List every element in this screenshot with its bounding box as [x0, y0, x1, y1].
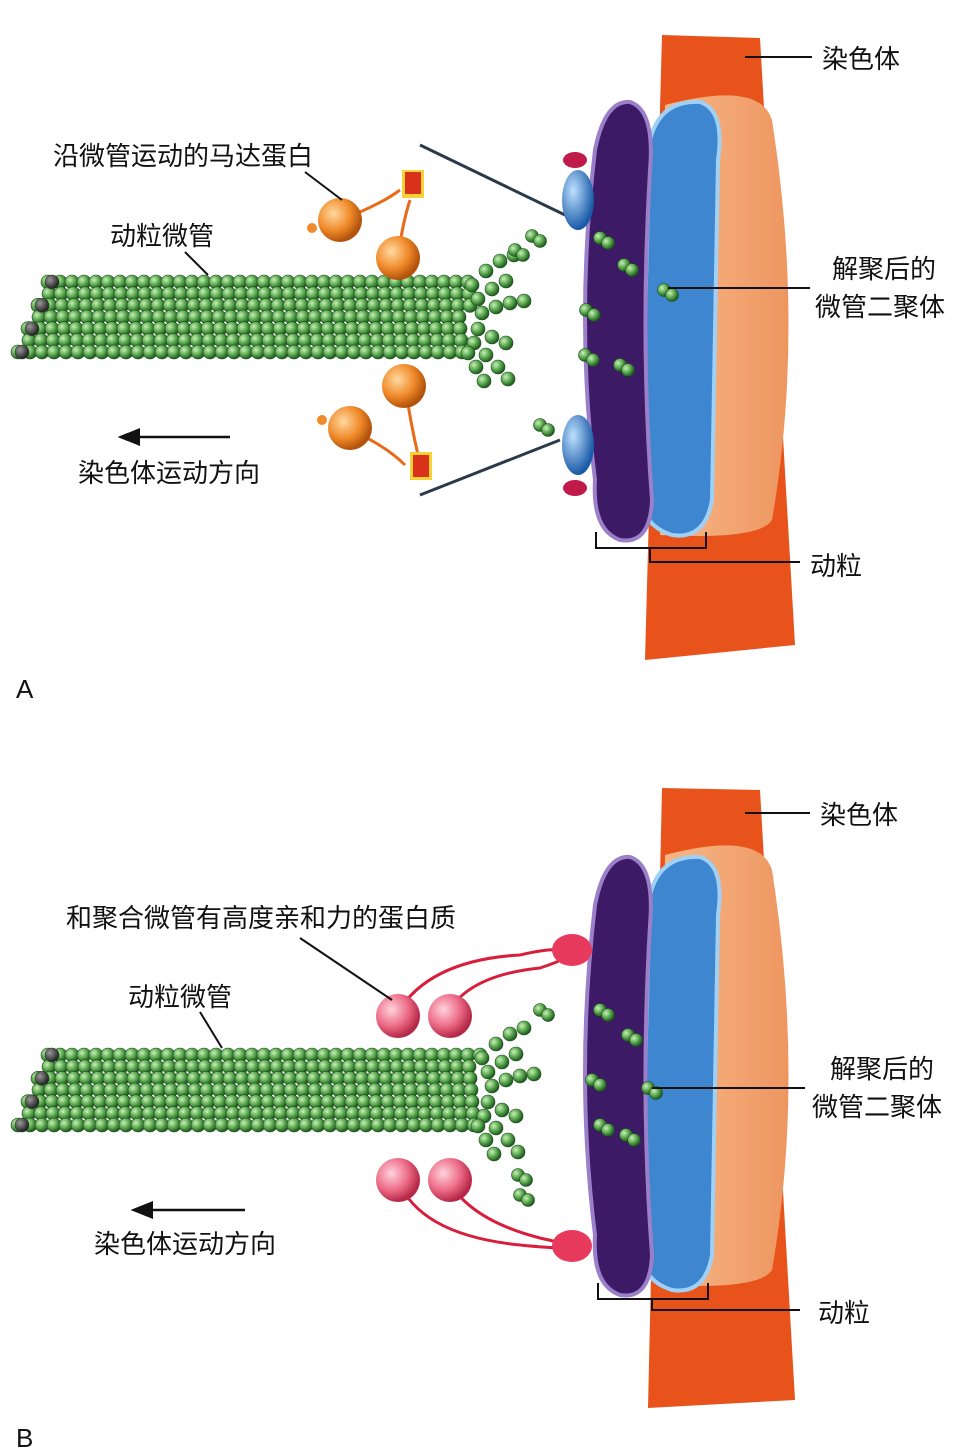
label-kinetochore-microtubule-b: 动粒微管: [128, 983, 232, 1013]
tubulin-subunit: [474, 1050, 490, 1066]
tubulin-subunit: [494, 1054, 510, 1070]
leader-motor-a: [304, 171, 343, 201]
tubulin-subunit: [601, 1008, 615, 1022]
tubulin-subunit: [500, 1132, 516, 1148]
tubulin-subunit: [533, 234, 547, 248]
tubulin-subunit: [14, 344, 30, 360]
tubulin-subunit: [484, 1078, 500, 1094]
tubulin-subunit: [468, 359, 484, 375]
tubulin-subunit: [34, 1071, 50, 1086]
tubulin-subunit: [478, 263, 494, 279]
tubulin-subunit: [44, 1047, 60, 1063]
tubulin-subunit: [498, 273, 514, 289]
tubulin-subunit: [34, 298, 50, 313]
label-dimer-line2-a: 微管二聚体: [815, 293, 945, 323]
label-motor-protein-a: 沿微管运动的马达蛋白: [53, 142, 313, 172]
tubulin-subunit: [629, 1033, 643, 1047]
panel-letter-b: B: [16, 1423, 33, 1451]
tubulin-subunit: [649, 1086, 663, 1100]
label-dimer-line1-b: 解聚后的: [830, 1055, 934, 1085]
tubulin-subunit: [460, 345, 476, 361]
tubulin-subunit: [586, 353, 600, 367]
panel-a: 染色体 沿微管运动的马达蛋白 动粒微管 解聚后的 微管二聚体 染色体运动方向 动…: [10, 35, 945, 704]
tubulin-subunit: [510, 1144, 526, 1160]
tubulin-subunit: [593, 1078, 607, 1092]
panel-letter-a: A: [16, 674, 34, 704]
tubulin-subunit: [488, 1036, 504, 1052]
tubulin-subunit: [502, 1026, 518, 1042]
tubulin-subunit: [516, 248, 530, 262]
tubulin-subunit: [498, 335, 514, 351]
tubulin-subunit: [526, 1066, 542, 1082]
tubulin-subunit: [478, 347, 494, 363]
label-chromosome-b: 染色体: [820, 801, 898, 831]
tubulin-subunit: [621, 363, 635, 377]
tubulin-subunit: [627, 1133, 641, 1147]
label-kinetochore-a: 动粒: [810, 552, 862, 582]
label-dimer-line1-a: 解聚后的: [832, 255, 936, 285]
tubulin-subunit: [24, 1094, 40, 1109]
tubulin-subunit: [474, 305, 490, 321]
tubulin-subunit: [44, 274, 60, 290]
tubulin-subunit: [512, 1068, 528, 1084]
panel-b: 染色体 和聚合微管有高度亲和力的蛋白质 动粒微管 解聚后的 微管二聚体 染色体运…: [10, 788, 942, 1451]
leader-binding-protein-b: [299, 937, 393, 1001]
tubulin-subunit: [516, 293, 532, 309]
inner-plate-a: [583, 99, 655, 543]
free-dimers-a: [508, 229, 679, 437]
label-kinetochore-b: 动粒: [818, 1299, 870, 1329]
tubulin-subunit: [508, 1046, 524, 1062]
tubulin-subunit: [601, 236, 615, 250]
tubulin-subunit: [470, 321, 486, 337]
label-direction-a: 染色体运动方向: [78, 459, 260, 489]
motor-protein-a: [307, 143, 594, 497]
label-direction-b: 染色体运动方向: [94, 1230, 276, 1260]
free-dimers-b: [511, 1003, 663, 1207]
tubulin-subunit: [488, 1120, 504, 1136]
tubulin-subunit: [521, 1193, 535, 1207]
tubulin-subunit: [541, 1008, 555, 1022]
label-chromosome-a: 染色体: [822, 45, 900, 75]
label-dimer-line2-b: 微管二聚体: [812, 1093, 942, 1123]
kinetochore-bracket-a: [595, 532, 800, 563]
tubulin-subunit: [24, 321, 40, 336]
tubulin-subunit: [464, 277, 480, 293]
tubulin-subunit: [587, 308, 601, 322]
label-binding-protein-b: 和聚合微管有高度亲和力的蛋白质: [66, 904, 456, 934]
tubulin-subunit: [519, 1173, 533, 1187]
tubulin-subunit: [498, 1072, 514, 1088]
tubulin-subunit: [502, 295, 518, 311]
tubulin-subunit: [470, 1118, 486, 1134]
tubulin-subunit: [486, 1146, 502, 1162]
tubulin-subunit: [494, 1102, 510, 1118]
tubulin-subunit: [500, 371, 516, 387]
leader-microtubule-b: [199, 1011, 223, 1049]
kinetochore-bracket-b: [597, 1283, 800, 1311]
tubulin-subunit: [665, 288, 679, 302]
tubulin-subunit: [488, 299, 504, 315]
leader-microtubule-a: [184, 251, 209, 276]
tubulin-subunit: [490, 359, 506, 375]
tubulin-subunit: [516, 1020, 532, 1036]
tubulin-subunit: [476, 373, 492, 389]
tubulin-subunit: [470, 291, 486, 307]
tubulin-subunit: [480, 1064, 496, 1080]
tubulin-subunit: [492, 253, 508, 269]
tubulin-subunit: [478, 1132, 494, 1148]
tubulin-subunit: [14, 1117, 30, 1133]
binding-protein-b: [376, 934, 592, 1262]
microtubule-b: [10, 1020, 542, 1162]
tubulin-subunit: [625, 263, 639, 277]
tubulin-subunit: [484, 329, 500, 345]
tubulin-subunit: [541, 423, 555, 437]
tubulin-subunit: [484, 281, 500, 297]
tubulin-subunit: [508, 1108, 524, 1124]
inner-plate-b: [583, 854, 655, 1298]
tubulin-subunit: [480, 1094, 496, 1110]
tubulin-subunit: [601, 1123, 615, 1137]
label-kinetochore-microtubule-a: 动粒微管: [110, 222, 214, 252]
microtubule-a: [10, 247, 532, 389]
